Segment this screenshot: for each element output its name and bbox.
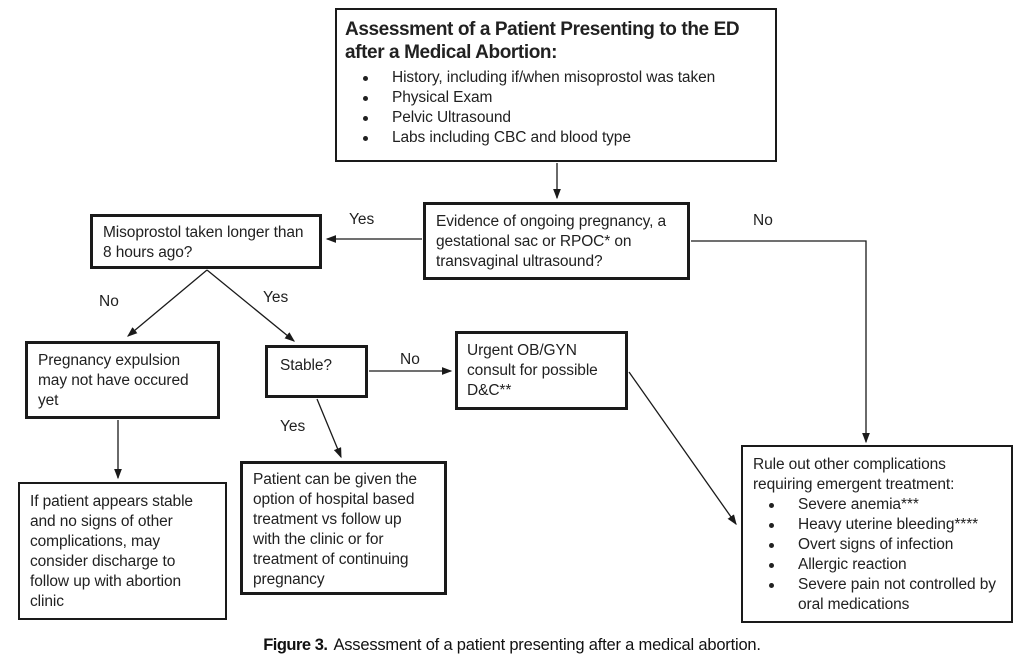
figure-caption-text: Assessment of a patient presenting after… <box>333 636 761 654</box>
list-item: History, including if/when misoprostol w… <box>337 68 775 88</box>
bullet-icon <box>769 583 774 588</box>
node-text-line: complications, may <box>30 533 160 550</box>
node-text-line: yet <box>38 392 59 409</box>
bullet-text: Heavy uterine bleeding**** <box>798 516 979 533</box>
bullet-text: Overt signs of infection <box>798 536 954 553</box>
node-text-line: treatment of continuing <box>253 551 409 568</box>
edge-urgent-to-ruleout <box>628 371 737 526</box>
edge-label-stable-yes: Yes <box>280 418 306 435</box>
edge-misoprostol-to-stable <box>206 269 296 342</box>
node-assessment: Assessment of a Patient Presenting to th… <box>335 8 777 162</box>
list-item: Severe anemia*** <box>743 495 1005 515</box>
list-item: Physical Exam <box>337 88 775 108</box>
list-item: Labs including CBC and blood type <box>337 128 775 148</box>
node-assessment-bullets: History, including if/when misoprostol w… <box>337 68 775 148</box>
node-text-line: pregnancy <box>253 571 325 588</box>
node-text-line: consider discharge to <box>30 553 176 570</box>
edge-misoprostol-to-expulsion <box>127 269 208 337</box>
bullet-text: Labs including CBC and blood type <box>392 129 631 146</box>
node-text-line: Patient can be given the <box>253 471 417 488</box>
bullet-icon <box>769 523 774 528</box>
node-rule-out: Rule out other complications requiring e… <box>741 445 1013 623</box>
bullet-text: Pelvic Ultrasound <box>392 109 511 126</box>
edge-stable-to-options <box>316 398 342 459</box>
node-text-line: and no signs of other <box>30 513 173 530</box>
node-text-line: with the clinic or for <box>253 531 384 548</box>
bullet-icon <box>363 136 368 141</box>
node-text-line: Rule out other complications <box>753 456 946 473</box>
node-text-line: transvaginal ultrasound? <box>436 253 603 270</box>
node-text-line: 8 hours ago? <box>103 244 193 261</box>
edge-evidence-to-ruleout <box>691 240 870 444</box>
bullet-icon <box>363 96 368 101</box>
node-text-line: gestational sac or RPOC* on <box>436 233 632 250</box>
node-text-line: D&C** <box>467 382 512 399</box>
edge-label-evidence-yes: Yes <box>349 211 375 228</box>
node-evidence: Evidence of ongoing pregnancy, a gestati… <box>423 202 690 280</box>
node-discharge: If patient appears stable and no signs o… <box>18 482 227 620</box>
list-item: Heavy uterine bleeding**** <box>743 515 1005 535</box>
node-misoprostol-timing: Misoprostol taken longer than 8 hours ag… <box>90 214 322 269</box>
list-item: Pelvic Ultrasound <box>337 108 775 128</box>
node-text-line: follow up with abortion <box>30 573 182 590</box>
node-text-line: requiring emergent treatment: <box>753 476 955 493</box>
node-text-line: may not have occured <box>38 372 189 389</box>
list-item: Severe pain not controlled by oral medic… <box>743 575 1005 615</box>
node-text-line: Urgent OB/GYN <box>467 342 577 359</box>
node-rule-out-bullets: Severe anemia*** Heavy uterine bleeding*… <box>743 495 1005 615</box>
bullet-icon <box>363 116 368 121</box>
node-treatment-options: Patient can be given the option of hospi… <box>240 461 447 595</box>
bullet-icon <box>769 563 774 568</box>
bullet-text: Severe pain not controlled by oral medic… <box>798 576 996 613</box>
figure-caption-label: Figure 3. <box>263 636 328 654</box>
node-assessment-title: Assessment of a Patient Presenting to th… <box>345 19 740 63</box>
list-item: Overt signs of infection <box>743 535 1005 555</box>
node-urgent-consult: Urgent OB/GYN consult for possible D&C** <box>455 331 628 410</box>
bullet-icon <box>769 543 774 548</box>
bullet-text: History, including if/when misoprostol w… <box>392 69 716 86</box>
bullet-text: Physical Exam <box>392 89 493 106</box>
node-text-line: treatment vs follow up <box>253 511 402 528</box>
node-rule-out-intro: Rule out other complications requiring e… <box>743 455 1005 495</box>
bullet-text: Allergic reaction <box>798 556 907 573</box>
bullet-text: Severe anemia*** <box>798 496 919 513</box>
node-text-line: consult for possible <box>467 362 598 379</box>
figure-caption: Figure 3. Assessment of a patient present… <box>0 636 1024 655</box>
node-text-line: Pregnancy expulsion <box>38 352 180 369</box>
node-text-line: If patient appears stable <box>30 493 193 510</box>
edge-label-misoprostol-no: No <box>99 293 119 310</box>
bullet-icon <box>363 76 368 81</box>
node-text-line: Stable? <box>280 357 332 374</box>
node-stable: Stable? <box>265 345 368 398</box>
edge-label-evidence-no: No <box>753 212 773 229</box>
list-item: Allergic reaction <box>743 555 1005 575</box>
node-text-line: Misoprostol taken longer than <box>103 224 304 241</box>
node-text-line: clinic <box>30 593 64 610</box>
bullet-icon <box>769 503 774 508</box>
node-expulsion: Pregnancy expulsion may not have occured… <box>25 341 220 419</box>
edge-label-stable-no: No <box>400 351 420 368</box>
edge-label-misoprostol-yes: Yes <box>263 289 289 306</box>
node-text-line: option of hospital based <box>253 491 415 508</box>
node-text-line: Evidence of ongoing pregnancy, a <box>436 213 667 230</box>
